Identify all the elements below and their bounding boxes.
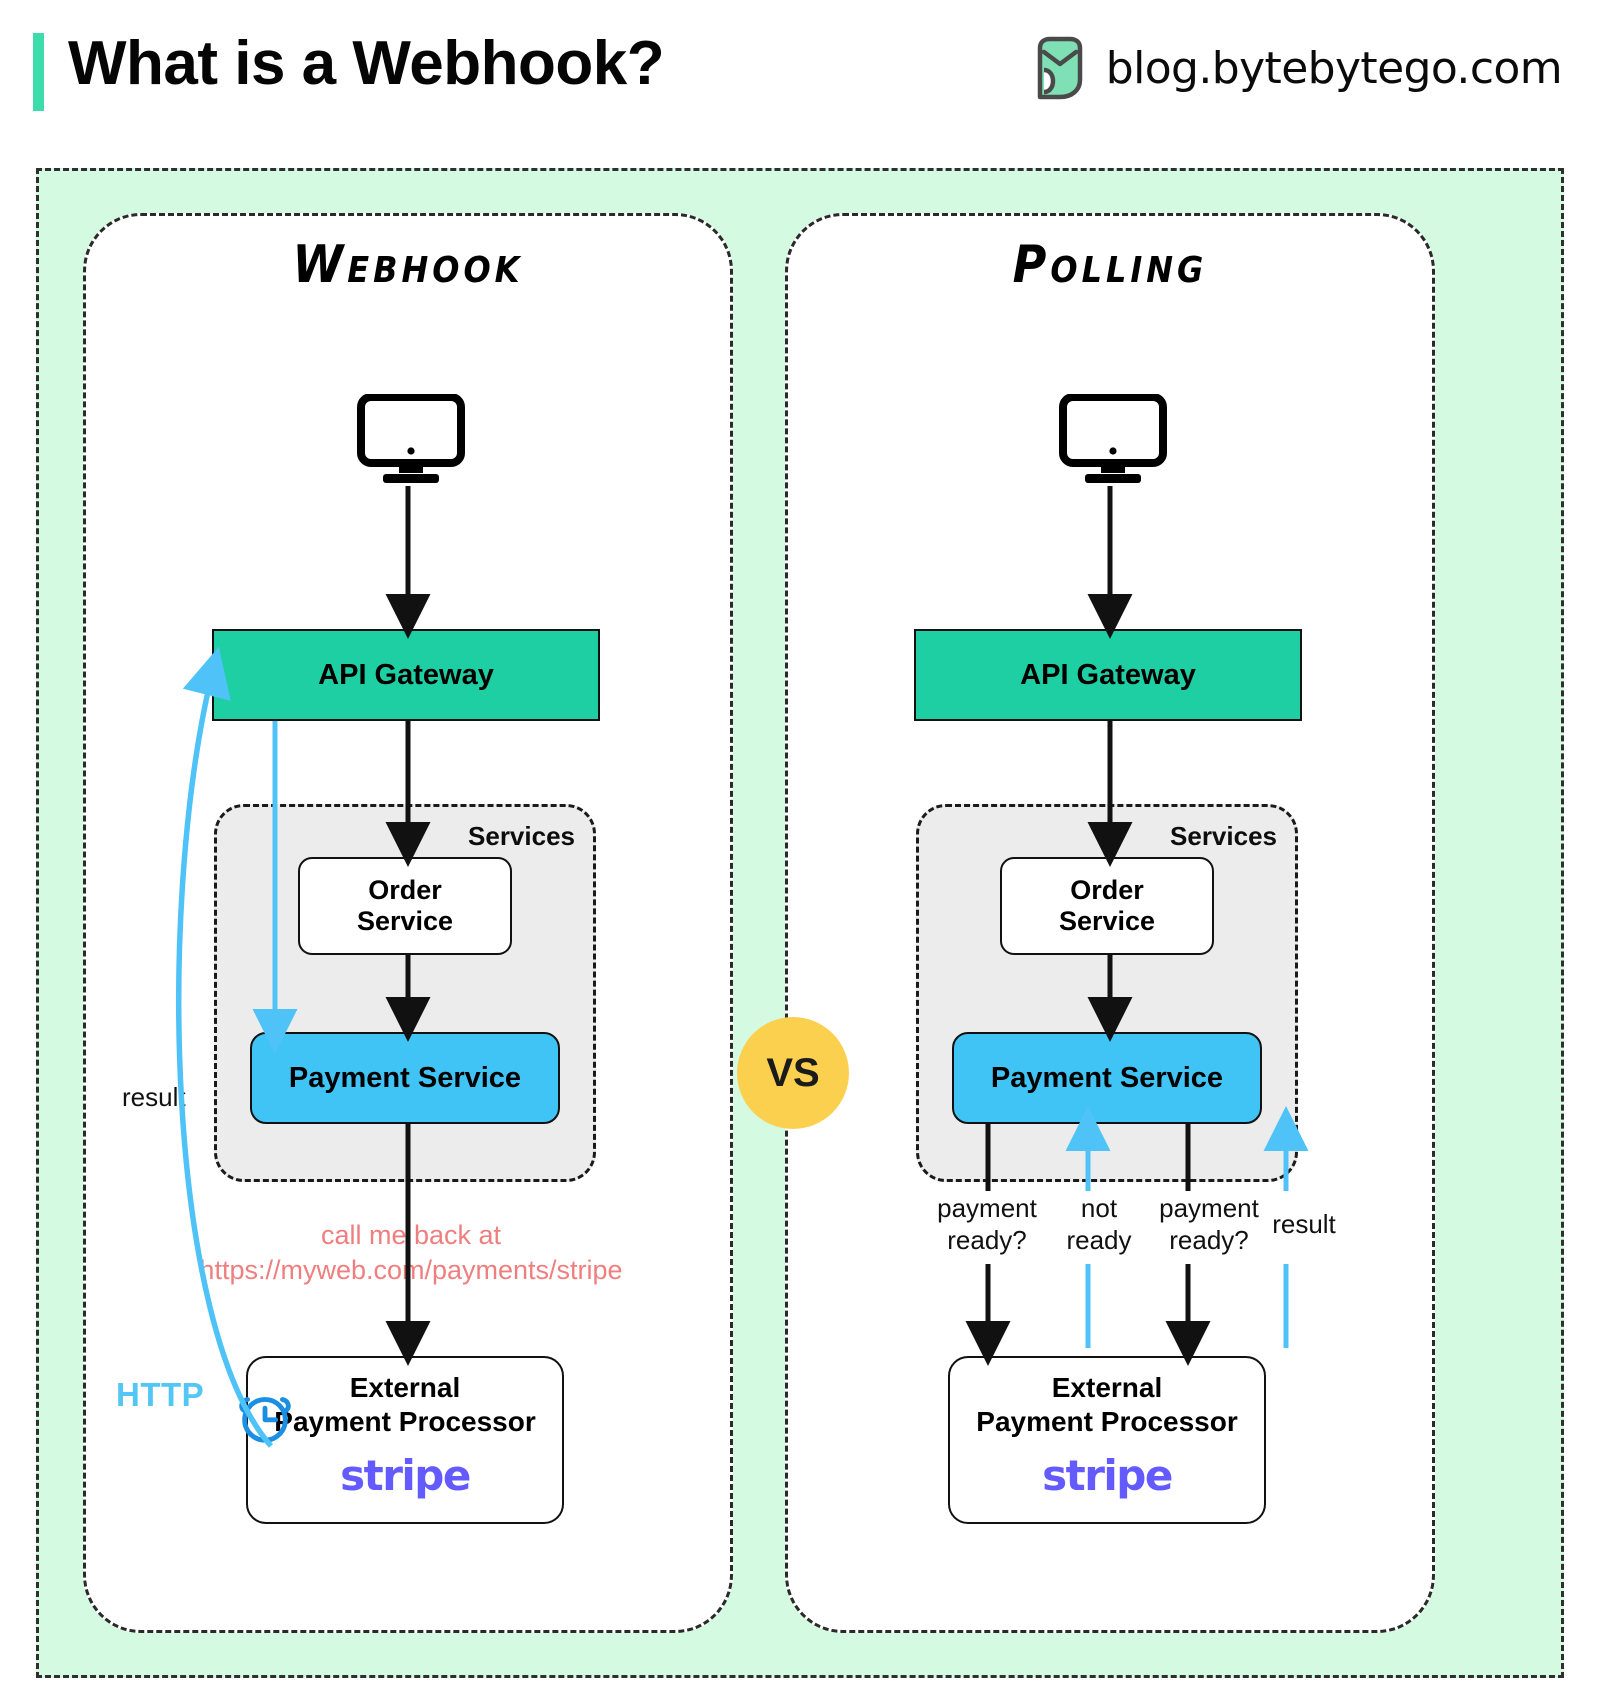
webhook-column: Webhook API Gateway Services Order Servi… bbox=[83, 213, 733, 1633]
vs-badge: VS bbox=[737, 1017, 849, 1129]
monitor-icon bbox=[357, 394, 465, 483]
brand: blog.bytebytego.com bbox=[1032, 36, 1563, 100]
polling-label-1: not ready bbox=[1054, 1193, 1144, 1256]
webhook-external-processor: External Payment Processor stripe bbox=[246, 1356, 564, 1524]
comparison-panel: VS Webhook API Gateway Services Order Se… bbox=[36, 168, 1564, 1678]
webhook-callback-line1: call me back at bbox=[320, 1220, 502, 1250]
webhook-result-label: result bbox=[122, 1082, 186, 1112]
polling-order-service: Order Service bbox=[1000, 857, 1214, 955]
polling-external-processor: External Payment Processor stripe bbox=[948, 1356, 1266, 1524]
polling-label-0-line1: payment bbox=[937, 1193, 1037, 1223]
stripe-logo: stripe bbox=[340, 1450, 471, 1500]
polling-label-0-line2: ready? bbox=[947, 1224, 1027, 1255]
webhook-callback-note: call me back at https://myweb.com/paymen… bbox=[86, 1218, 736, 1287]
polling-order-service-line1: Order bbox=[1070, 875, 1144, 906]
polling-label-0: payment ready? bbox=[922, 1193, 1052, 1256]
webhook-api-gateway: API Gateway bbox=[212, 629, 600, 721]
webhook-external-line2: Payment Processor bbox=[274, 1406, 536, 1438]
polling-external-line2: Payment Processor bbox=[976, 1406, 1238, 1438]
brand-url: blog.bytebytego.com bbox=[1105, 42, 1563, 94]
webhook-payment-service: Payment Service bbox=[250, 1032, 560, 1124]
polling-result-label: result bbox=[1272, 1209, 1336, 1239]
webhook-external-line1: External bbox=[349, 1372, 461, 1403]
bytebytego-logo-icon bbox=[1037, 36, 1083, 100]
webhook-heading: Webhook bbox=[292, 234, 524, 295]
alarm-clock-icon bbox=[239, 1397, 291, 1443]
title-accent-bar bbox=[33, 33, 44, 111]
polling-column: Polling API Gateway Services Order Servi… bbox=[785, 213, 1435, 1633]
page-title: What is a Webhook? bbox=[68, 29, 665, 98]
polling-label-2-line2: ready? bbox=[1169, 1224, 1249, 1255]
polling-order-service-line2: Service bbox=[1058, 906, 1156, 936]
polling-label-1-line1: not bbox=[1080, 1193, 1118, 1223]
polling-label-2: payment ready? bbox=[1144, 1193, 1274, 1256]
webhook-http-label: HTTP bbox=[116, 1376, 205, 1413]
polling-external-line1: External bbox=[1051, 1372, 1163, 1403]
webhook-services-label: Services bbox=[468, 821, 575, 851]
polling-label-2-line1: payment bbox=[1159, 1193, 1259, 1223]
polling-services-label: Services bbox=[1170, 821, 1277, 851]
webhook-order-service-line2: Service bbox=[356, 906, 454, 936]
polling-api-gateway: API Gateway bbox=[914, 629, 1302, 721]
webhook-callback-line2: https://myweb.com/payments/stripe bbox=[199, 1254, 623, 1285]
polling-heading: Polling bbox=[1012, 234, 1208, 295]
monitor-icon bbox=[1059, 394, 1167, 483]
stripe-logo: stripe bbox=[1042, 1450, 1173, 1500]
polling-payment-service: Payment Service bbox=[952, 1032, 1262, 1124]
webhook-order-service-line1: Order bbox=[368, 875, 442, 906]
webhook-order-service: Order Service bbox=[298, 857, 512, 955]
polling-label-1-line2: ready bbox=[1066, 1224, 1132, 1255]
page-header: What is a Webhook? blog.bytebytego.com bbox=[0, 0, 1600, 150]
